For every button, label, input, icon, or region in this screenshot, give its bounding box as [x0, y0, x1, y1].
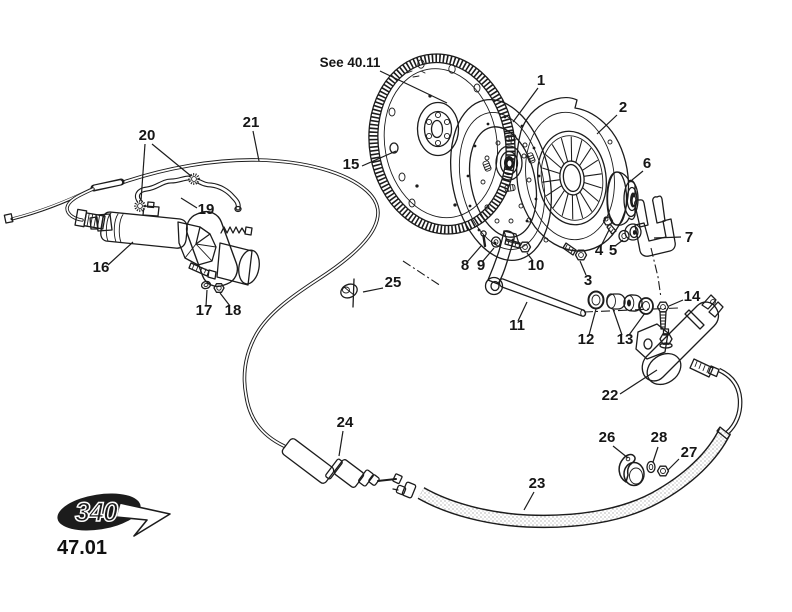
part-number-label-20: 20	[139, 127, 156, 144]
part-number-label-16: 16	[93, 259, 110, 276]
part-number-label-11: 11	[509, 317, 525, 334]
cable-clip-drawing	[340, 278, 358, 308]
logo-model-text: 340	[75, 497, 118, 527]
part-20-leader-line	[151, 143, 192, 177]
release-fork-drawing	[624, 195, 676, 257]
hose-clip-drawing	[618, 453, 670, 487]
part-number-label-27: 27	[681, 444, 698, 461]
part-14-leader-line	[668, 299, 684, 307]
part-number-label-25: 25	[385, 274, 402, 291]
part-15-leader-line	[361, 150, 397, 167]
part-number-label-18: 18	[225, 302, 242, 319]
part-27-leader-line	[667, 458, 680, 471]
part-number-label-10: 10	[528, 257, 545, 274]
release-lever-drawing	[480, 230, 587, 317]
part-number-label-5: 5	[609, 242, 617, 259]
part-13-leader-line	[628, 312, 646, 336]
part-23-leader-line	[523, 491, 535, 511]
part-22-leader-line	[619, 369, 658, 395]
bolt-4-drawing	[602, 216, 617, 235]
part-number-label-23: 23	[529, 475, 546, 492]
part-19-leader-line	[180, 197, 198, 209]
reference-note-leader-line	[379, 70, 448, 104]
part-number-label-17: 17	[196, 302, 213, 319]
slave-cylinder-drawing	[89, 201, 260, 293]
part-number-label-14: 14	[684, 288, 701, 305]
part-number-label-9: 9	[477, 257, 485, 274]
part-2-leader-line	[596, 114, 618, 135]
part-25-leader-line	[362, 287, 384, 293]
part-9-leader-line	[482, 247, 495, 262]
part-number-label-13: 13	[617, 331, 634, 348]
part-17-leader-line	[205, 289, 208, 307]
page-number: 47.01	[57, 537, 107, 559]
part-13-leader-line	[612, 308, 623, 336]
part-12-leader-line	[588, 308, 597, 336]
part-number-label-12: 12	[578, 331, 595, 348]
part-number-label-4: 4	[595, 242, 604, 259]
reference-note-text: See 40.11	[320, 55, 381, 70]
part-20-leader-line	[140, 143, 146, 202]
clutch-disc-drawing	[449, 98, 553, 262]
part-number-label-24: 24	[337, 414, 354, 431]
part-4-leader-line	[600, 229, 610, 247]
hose-drawing	[392, 367, 743, 529]
part-number-label-26: 26	[599, 429, 616, 446]
wire-drawing	[134, 173, 242, 213]
part-number-label-19: 19	[198, 201, 215, 218]
cable-sleeve-drawing	[281, 438, 403, 488]
part-number-label-7: 7	[685, 229, 693, 246]
part-28-leader-line	[652, 446, 659, 463]
part-number-label-1: 1	[537, 72, 545, 89]
part-number-label-15: 15	[343, 156, 360, 173]
part-number-label-28: 28	[651, 429, 668, 446]
part-11-leader-line	[517, 301, 528, 322]
part-6-leader-line	[631, 170, 644, 181]
washer-5-drawing	[618, 229, 630, 243]
part-18-leader-line	[219, 292, 231, 307]
part-number-label-6: 6	[643, 155, 651, 172]
brand-logo: 340	[57, 493, 171, 537]
part-number-label-22: 22	[602, 387, 619, 404]
part-3-leader-line	[579, 260, 587, 276]
part-1-leader-line	[512, 87, 539, 123]
clutch-cable-drawing	[3, 158, 380, 448]
part-10-leader-line	[526, 252, 534, 262]
part-26-leader-line	[612, 445, 629, 459]
bolt-3-drawing	[562, 242, 588, 261]
part-8-leader-line	[467, 245, 482, 262]
flywheel-drawing	[368, 53, 516, 235]
part-24-leader-line	[338, 430, 344, 457]
part-7-leader-line	[653, 236, 682, 239]
part-number-label-3: 3	[584, 272, 592, 289]
part-16-leader-line	[107, 241, 134, 266]
part-number-label-21: 21	[243, 114, 260, 131]
part-number-label-2: 2	[619, 99, 627, 116]
part-number-label-8: 8	[461, 257, 469, 274]
master-cylinder-drawing	[635, 294, 724, 386]
part-5-leader-line	[614, 239, 624, 247]
bushings-drawing	[587, 290, 654, 315]
part-21-leader-line	[252, 130, 260, 162]
